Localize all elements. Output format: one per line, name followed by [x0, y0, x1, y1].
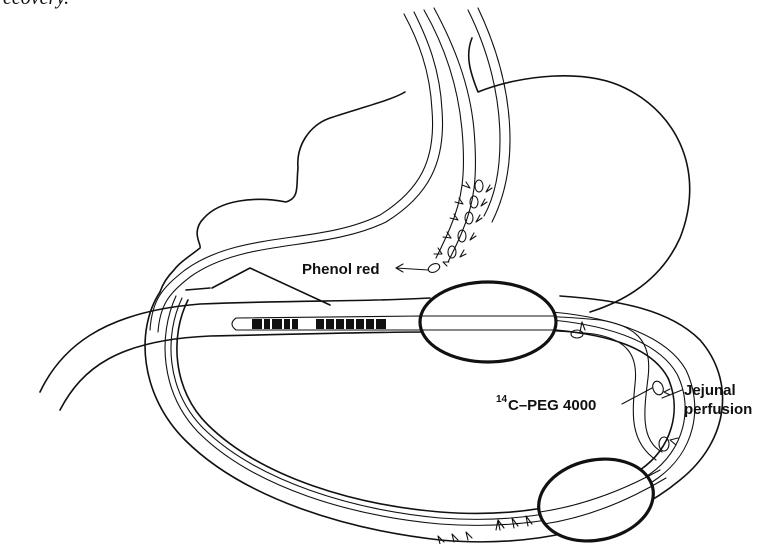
stomach-outline — [160, 38, 690, 312]
phenol-red-label: Phenol red — [302, 261, 380, 278]
jejunal-label-line2: perfusion — [684, 401, 752, 418]
distal-balloon — [531, 449, 666, 544]
jejunal-label-line1: Jejunal — [684, 382, 736, 399]
peg-superscript: 14 — [496, 394, 508, 405]
gastric-port-holes — [427, 180, 483, 274]
jejunal-ports — [571, 322, 678, 451]
peg-main-text: C–PEG 4000 — [508, 397, 596, 414]
caption-fragment: recovery. — [0, 0, 69, 9]
peg-label: 14 C–PEG 4000 — [496, 394, 596, 414]
peg-leader-line — [622, 388, 652, 404]
proximal-balloon — [420, 282, 556, 362]
esophageal-tube — [150, 8, 510, 332]
catheter-markers — [252, 319, 386, 329]
gastric-flow-arrows — [396, 182, 492, 272]
